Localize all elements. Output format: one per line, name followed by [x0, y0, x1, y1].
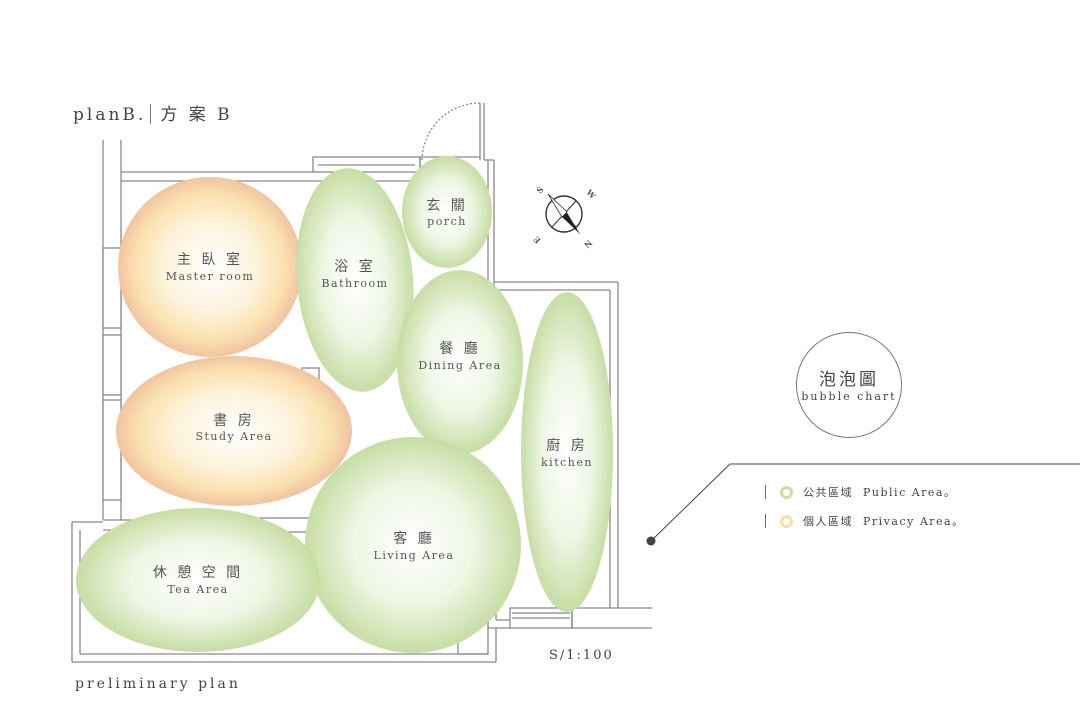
legend-privacy-suffix: 。	[952, 515, 965, 528]
room-kitchen-zh: 廚 房	[546, 437, 587, 454]
compass-w: W	[584, 186, 599, 201]
legend-divider	[765, 485, 766, 499]
legend-leader-line	[646, 463, 1080, 546]
bubble-living	[305, 437, 521, 653]
room-bath-zh: 浴 室	[334, 258, 375, 275]
footer-label: preliminary plan	[75, 676, 241, 692]
compass-s: S	[534, 184, 545, 195]
bubble-chart-zh: 泡泡圖	[819, 370, 879, 390]
legend-public-zh: 公共區域	[803, 486, 853, 499]
plan-title-label: planB.	[73, 105, 147, 125]
room-porch-en: porch	[427, 215, 467, 228]
room-kitchen-en: kitchen	[541, 456, 593, 469]
legend-privacy-zh: 個人區域	[803, 515, 853, 528]
title-separator	[150, 104, 152, 124]
bubble-bathroom	[296, 168, 414, 392]
scale-label: S/1:100	[549, 648, 614, 663]
room-tea-en: Tea Area	[167, 583, 228, 596]
room-study-zh: 書 房	[213, 413, 254, 429]
room-dining-en: Dining Area	[418, 359, 501, 372]
room-living-zh: 客 廳	[393, 530, 434, 547]
compass-e: E	[531, 234, 542, 245]
plan-title: planB. 方 案 B	[73, 100, 233, 125]
room-tea-zh: 休 憩 空 間	[153, 564, 243, 581]
room-dining-zh: 餐 廳	[439, 340, 480, 357]
room-porch-zh: 玄 關	[426, 197, 467, 214]
room-bath-en: Bathroom	[321, 277, 388, 290]
bubble-tea	[76, 508, 320, 652]
compass-n: N	[582, 238, 594, 250]
legend-privacy-en: Privacy Area	[863, 514, 953, 528]
legend-public-suffix: 。	[944, 486, 957, 499]
bubble-kitchen	[521, 292, 613, 612]
compass-icon: S W N E	[531, 184, 598, 250]
legend-item-public: 公共區域 Public Area 。	[765, 484, 957, 500]
room-labels: 主 臥 室 Master room 浴 室 Bathroom 玄 關 porch…	[153, 197, 593, 596]
room-study-en: Study Area	[195, 430, 272, 443]
bubble-chart-en: bubble chart	[801, 390, 897, 403]
legend-public-en: Public Area	[863, 485, 944, 499]
room-master-en: Master room	[166, 270, 255, 283]
room-living-en: Living Area	[374, 549, 455, 562]
bubble-study	[116, 356, 352, 506]
bubble-dining	[397, 270, 523, 454]
room-master-zh: 主 臥 室	[177, 251, 243, 268]
privacy-area-swatch	[780, 514, 793, 528]
bubble-chart-badge: 泡泡圖 bubble chart	[796, 332, 902, 438]
legend-item-privacy: 個人區域 Privacy Area 。	[765, 513, 965, 529]
bubbles	[76, 156, 613, 653]
public-area-swatch	[780, 485, 793, 499]
bubble-master-room	[118, 177, 302, 357]
plan-scheme-label: 方 案 B	[160, 105, 233, 125]
legend-divider	[765, 514, 766, 528]
bubble-porch	[402, 156, 492, 268]
